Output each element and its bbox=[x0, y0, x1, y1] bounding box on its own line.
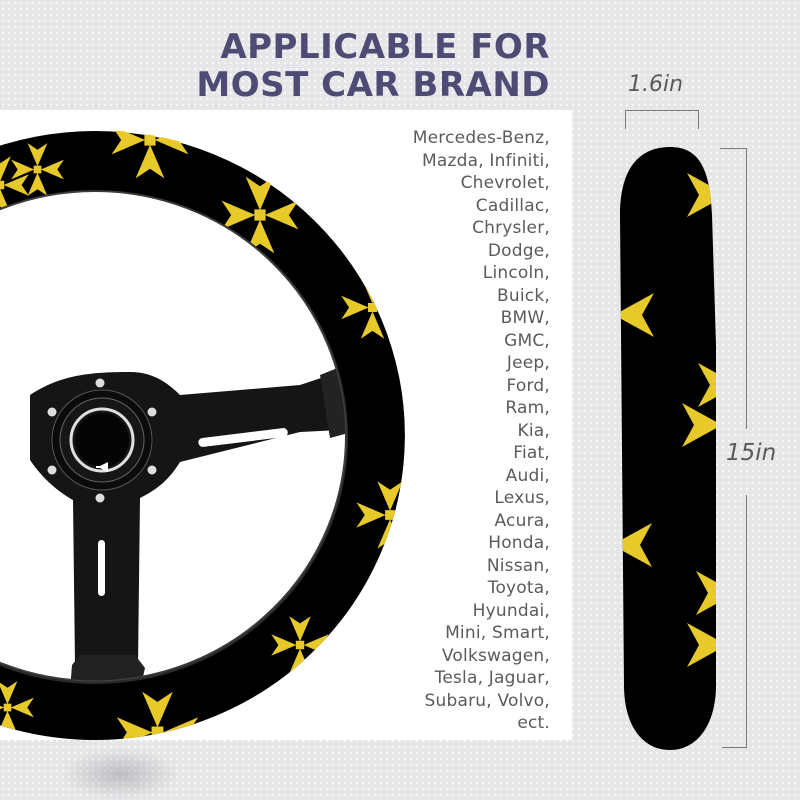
brand-item: Cadillac, bbox=[475, 195, 550, 216]
length-dimension-bracket-top bbox=[720, 148, 747, 429]
headline-line-1: APPLICABLE FOR bbox=[220, 27, 550, 67]
headline: APPLICABLE FOR MOST CAR BRAND bbox=[180, 28, 550, 104]
length-dimension-bracket-bottom bbox=[722, 495, 747, 748]
width-dimension-bracket bbox=[625, 110, 699, 129]
brand-item: Honda, bbox=[488, 533, 550, 553]
wheel-hub bbox=[47, 378, 157, 503]
headline-line-2: MOST CAR BRAND bbox=[196, 65, 550, 105]
brand-item: Mazda, Infiniti, bbox=[421, 150, 550, 171]
brand-item: Chevrolet, bbox=[460, 173, 550, 193]
brand-item: Nissan, bbox=[486, 555, 550, 576]
steering-wheel-image bbox=[0, 130, 405, 740]
brand-list: Mercedes-Benz, Mazda, Infiniti, Chevrole… bbox=[360, 127, 550, 735]
brand-item: Lincoln, bbox=[482, 263, 550, 283]
brand-item: Toyota, bbox=[487, 578, 550, 598]
brand-item: Subaru, Volvo, bbox=[424, 690, 550, 711]
brand-item: Acura, bbox=[494, 510, 550, 531]
brand-item: Buick, bbox=[497, 285, 550, 306]
brand-item: Kia, bbox=[517, 420, 550, 441]
brand-item: Ram, bbox=[505, 398, 550, 418]
width-dimension-label: 1.6in bbox=[628, 72, 684, 97]
brand-item: GMC, bbox=[504, 330, 550, 351]
brand-item: Audi, bbox=[505, 465, 550, 486]
brand-item: ect. bbox=[517, 713, 550, 733]
length-dimension-label: 15in bbox=[726, 440, 777, 466]
cover-strip-image bbox=[620, 147, 716, 750]
brand-item: Fiat, bbox=[513, 443, 550, 463]
brand-item: BMW, bbox=[500, 308, 550, 328]
brand-item: Volkswagen, bbox=[441, 645, 550, 666]
brand-item: Chrysler, bbox=[472, 218, 550, 238]
brand-item: Mini, Smart, bbox=[445, 623, 550, 643]
brand-item: Lexus, bbox=[494, 488, 550, 508]
brand-item: Dodge, bbox=[487, 240, 550, 261]
brand-item: Mercedes-Benz, bbox=[412, 128, 550, 148]
brand-item: Tesla, Jaguar, bbox=[434, 668, 550, 688]
horn-icon bbox=[96, 462, 108, 472]
brand-item: Hyundai, bbox=[472, 600, 550, 621]
wheel-shadow bbox=[60, 748, 180, 800]
brand-item: Ford, bbox=[506, 375, 550, 396]
brand-item: Jeep, bbox=[506, 353, 550, 373]
